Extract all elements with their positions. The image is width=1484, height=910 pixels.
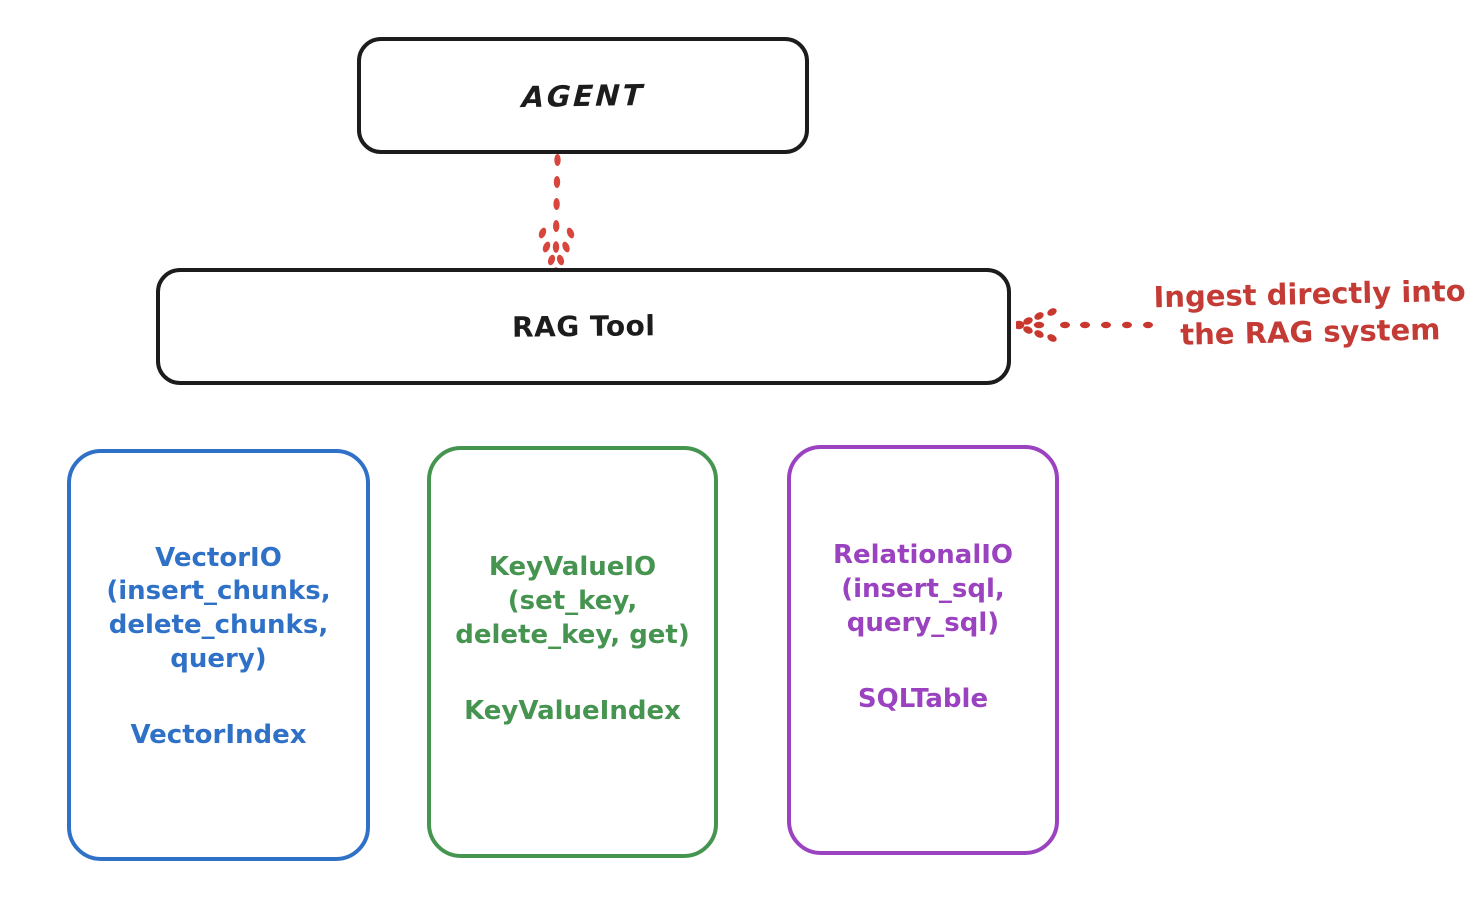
node-vector-io-index: VectorIndex <box>130 719 307 750</box>
node-key-value-io-index: KeyValueIndex <box>464 695 681 726</box>
node-vector-io[interactable]: VectorIO (insert_chunks, delete_chunks, … <box>67 449 370 861</box>
node-relational-io-api: RelationalIO (insert_sql, query_sql) <box>832 540 1014 638</box>
connector-ingest-to-rag-tool <box>1013 296 1156 352</box>
connector-agent-to-rag-tool <box>500 150 620 280</box>
node-relational-io[interactable]: RelationalIO (insert_sql, query_sql) SQL… <box>787 445 1059 855</box>
annotation-ingest: Ingest directly into the RAG system <box>1153 273 1466 352</box>
node-relational-io-content: RelationalIO (insert_sql, query_sql) SQL… <box>833 539 1013 716</box>
node-vector-io-content: VectorIO (insert_chunks, delete_chunks, … <box>106 542 330 753</box>
node-agent[interactable]: AGENT <box>357 37 809 154</box>
node-vector-io-api: VectorIO (insert_chunks, delete_chunks, … <box>106 542 331 674</box>
node-rag-tool[interactable]: RAG Tool <box>156 268 1011 385</box>
node-key-value-io-api: KeyValueIO (set_key, delete_key, get) <box>455 552 690 650</box>
node-rag-tool-label: RAG Tool <box>511 309 656 344</box>
node-key-value-io[interactable]: KeyValueIO (set_key, delete_key, get) Ke… <box>427 446 718 858</box>
node-agent-label: AGENT <box>520 77 646 114</box>
node-key-value-io-content: KeyValueIO (set_key, delete_key, get) Ke… <box>455 551 690 728</box>
node-relational-io-index: SQLTable <box>857 683 989 714</box>
